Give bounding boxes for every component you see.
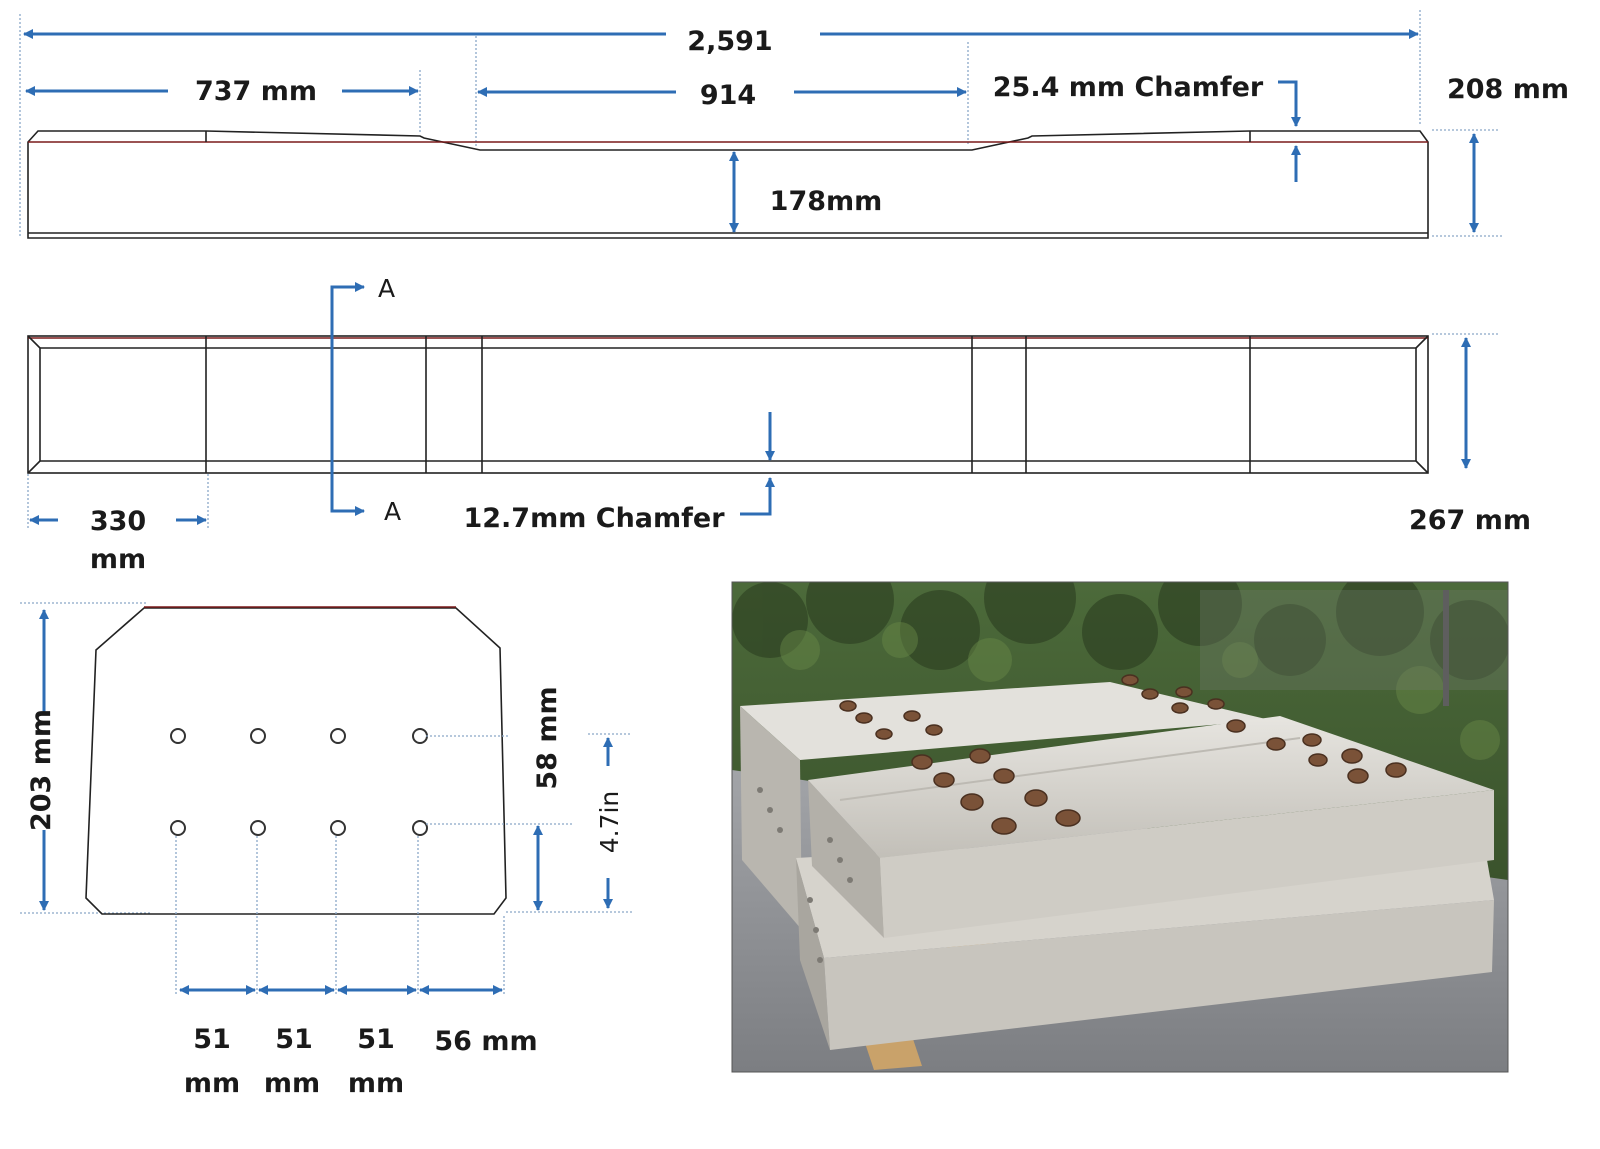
fastener-group: [911, 719, 1407, 835]
cross-section-view: 203 mm 58 mm 4.7in: [20, 602, 632, 1099]
spacing-value: 51: [193, 1024, 231, 1055]
foliage: [732, 582, 1508, 680]
end-height-label: 208 mm: [1447, 74, 1569, 105]
strand: [330, 820, 346, 836]
chamfer-corner: [1415, 460, 1429, 474]
strand: [330, 728, 346, 744]
strand-ends: [757, 787, 853, 963]
spacing-unit: mm: [184, 1068, 240, 1099]
spacing-value: 51: [357, 1024, 395, 1055]
tie-photo: [731, 581, 1509, 1073]
center-length-label: 914: [700, 80, 756, 111]
label-backdrop: [20, 714, 68, 830]
top-chamfer-arrow: [1278, 80, 1301, 127]
edge-label: 56 mm: [434, 1026, 537, 1057]
end-segment-label: 330: [90, 506, 146, 537]
strand: [412, 728, 428, 744]
strand-row-top: [170, 728, 428, 744]
spacing-unit: mm: [264, 1068, 320, 1099]
strand: [250, 820, 266, 836]
tie-top-back: [740, 682, 1270, 760]
spacing-unit: mm: [348, 1068, 404, 1099]
tie-plan-outline: [27, 335, 1429, 474]
strand: [170, 728, 186, 744]
elevation-view: 2,591 737 mm 914 25.4 mm Chamfer 208 mm …: [19, 10, 1569, 239]
inch-dimension-label: 4.7in: [595, 791, 624, 854]
section-mark-top: A: [378, 274, 395, 303]
tie-side-lower: [796, 858, 830, 1050]
section-cut-arrow: [330, 470, 365, 516]
strand: [250, 728, 266, 744]
strand-row-bottom: [170, 820, 428, 836]
tie-face-lower: [824, 900, 1494, 1050]
width-label: 267 mm: [1409, 505, 1531, 536]
tie-side-back: [740, 706, 802, 930]
center-height-label: 178mm: [770, 186, 883, 217]
end-segment-unit: mm: [90, 544, 146, 575]
tie-top-upper: [808, 716, 1494, 858]
overall-length-label: 2,591: [687, 26, 772, 57]
spacing-value: 51: [275, 1024, 313, 1055]
fence: [1200, 590, 1508, 690]
side-chamfer-label: 12.7mm Chamfer: [463, 503, 725, 534]
tie-groove: [839, 737, 1301, 801]
tie-face-upper: [880, 790, 1494, 938]
fastener-group: [839, 674, 1225, 740]
strand: [170, 820, 186, 836]
top-chamfer-label: 25.4 mm Chamfer: [993, 72, 1264, 103]
section-cut-arrow: [330, 282, 365, 490]
section-mark-bottom: A: [384, 497, 401, 526]
chamfer-corner: [27, 335, 41, 349]
chamfer-corner: [1415, 335, 1429, 349]
tie-elevation-outline: [27, 130, 1429, 239]
chamfer-corner: [27, 460, 41, 474]
section-height-label: 203 mm: [26, 709, 57, 831]
photo-frame: [731, 581, 1509, 1073]
strand: [412, 820, 428, 836]
row-spacing-label: 58 mm: [532, 686, 563, 789]
end-length-label: 737 mm: [195, 76, 317, 107]
plan-view: A A 330 mm 12.7mm Chamfer 267 mm: [27, 274, 1531, 575]
cross-section-outline: [85, 607, 507, 915]
foliage-highlights: [780, 622, 1500, 760]
side-chamfer-arrow: [740, 477, 775, 516]
tie-side-upper: [808, 780, 884, 938]
